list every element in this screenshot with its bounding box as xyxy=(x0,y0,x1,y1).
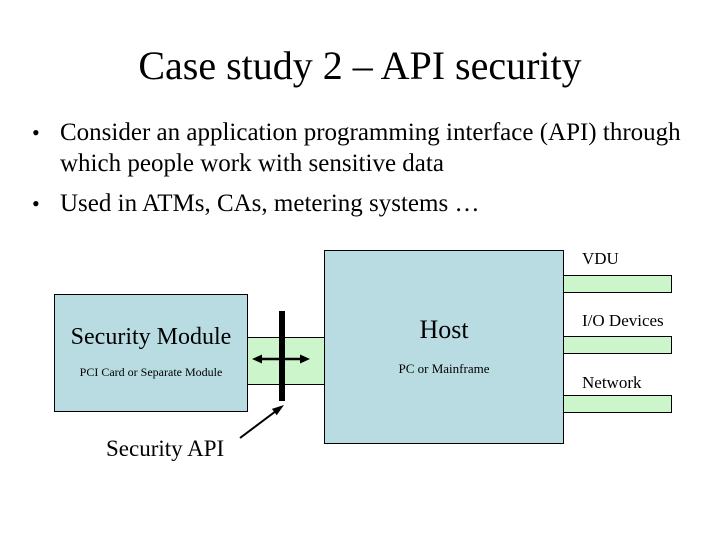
security-module-subtitle: PCI Card or Separate Module xyxy=(79,365,223,379)
peripheral-label-vdu: VDU xyxy=(582,249,619,268)
host-title: Host xyxy=(419,315,469,344)
peripheral-bus-io-devices xyxy=(563,336,672,354)
slide-title: Case study 2 – API security xyxy=(138,43,582,88)
bullet-text: Consider an application programming inte… xyxy=(60,119,681,177)
bullet-list: • Consider an application programming in… xyxy=(32,117,688,219)
security-api-boundary-line xyxy=(279,311,285,401)
host-box: Host PC or Mainframe xyxy=(324,250,564,444)
security-module-title: Security Module xyxy=(70,324,232,350)
bullet-marker: • xyxy=(32,191,40,216)
bullet-text: Used in ATMs, CAs, metering systems … xyxy=(60,190,480,217)
peripheral-label-io-devices: I/O Devices xyxy=(582,311,664,330)
bullet-marker: • xyxy=(32,120,40,145)
peripheral-label-network: Network xyxy=(582,373,642,392)
security-api-label: Security API xyxy=(106,436,225,461)
security-module-box: Security Module PCI Card or Separate Mod… xyxy=(54,294,248,412)
host-subtitle: PC or Mainframe xyxy=(398,361,490,376)
security-api-arrow-icon xyxy=(239,405,284,439)
bullet-item: • Consider an application programming in… xyxy=(32,117,688,179)
peripheral-bus-vdu xyxy=(563,275,672,293)
peripheral-bus-network xyxy=(563,395,672,413)
bullet-item: • Used in ATMs, CAs, metering systems … xyxy=(32,188,688,219)
